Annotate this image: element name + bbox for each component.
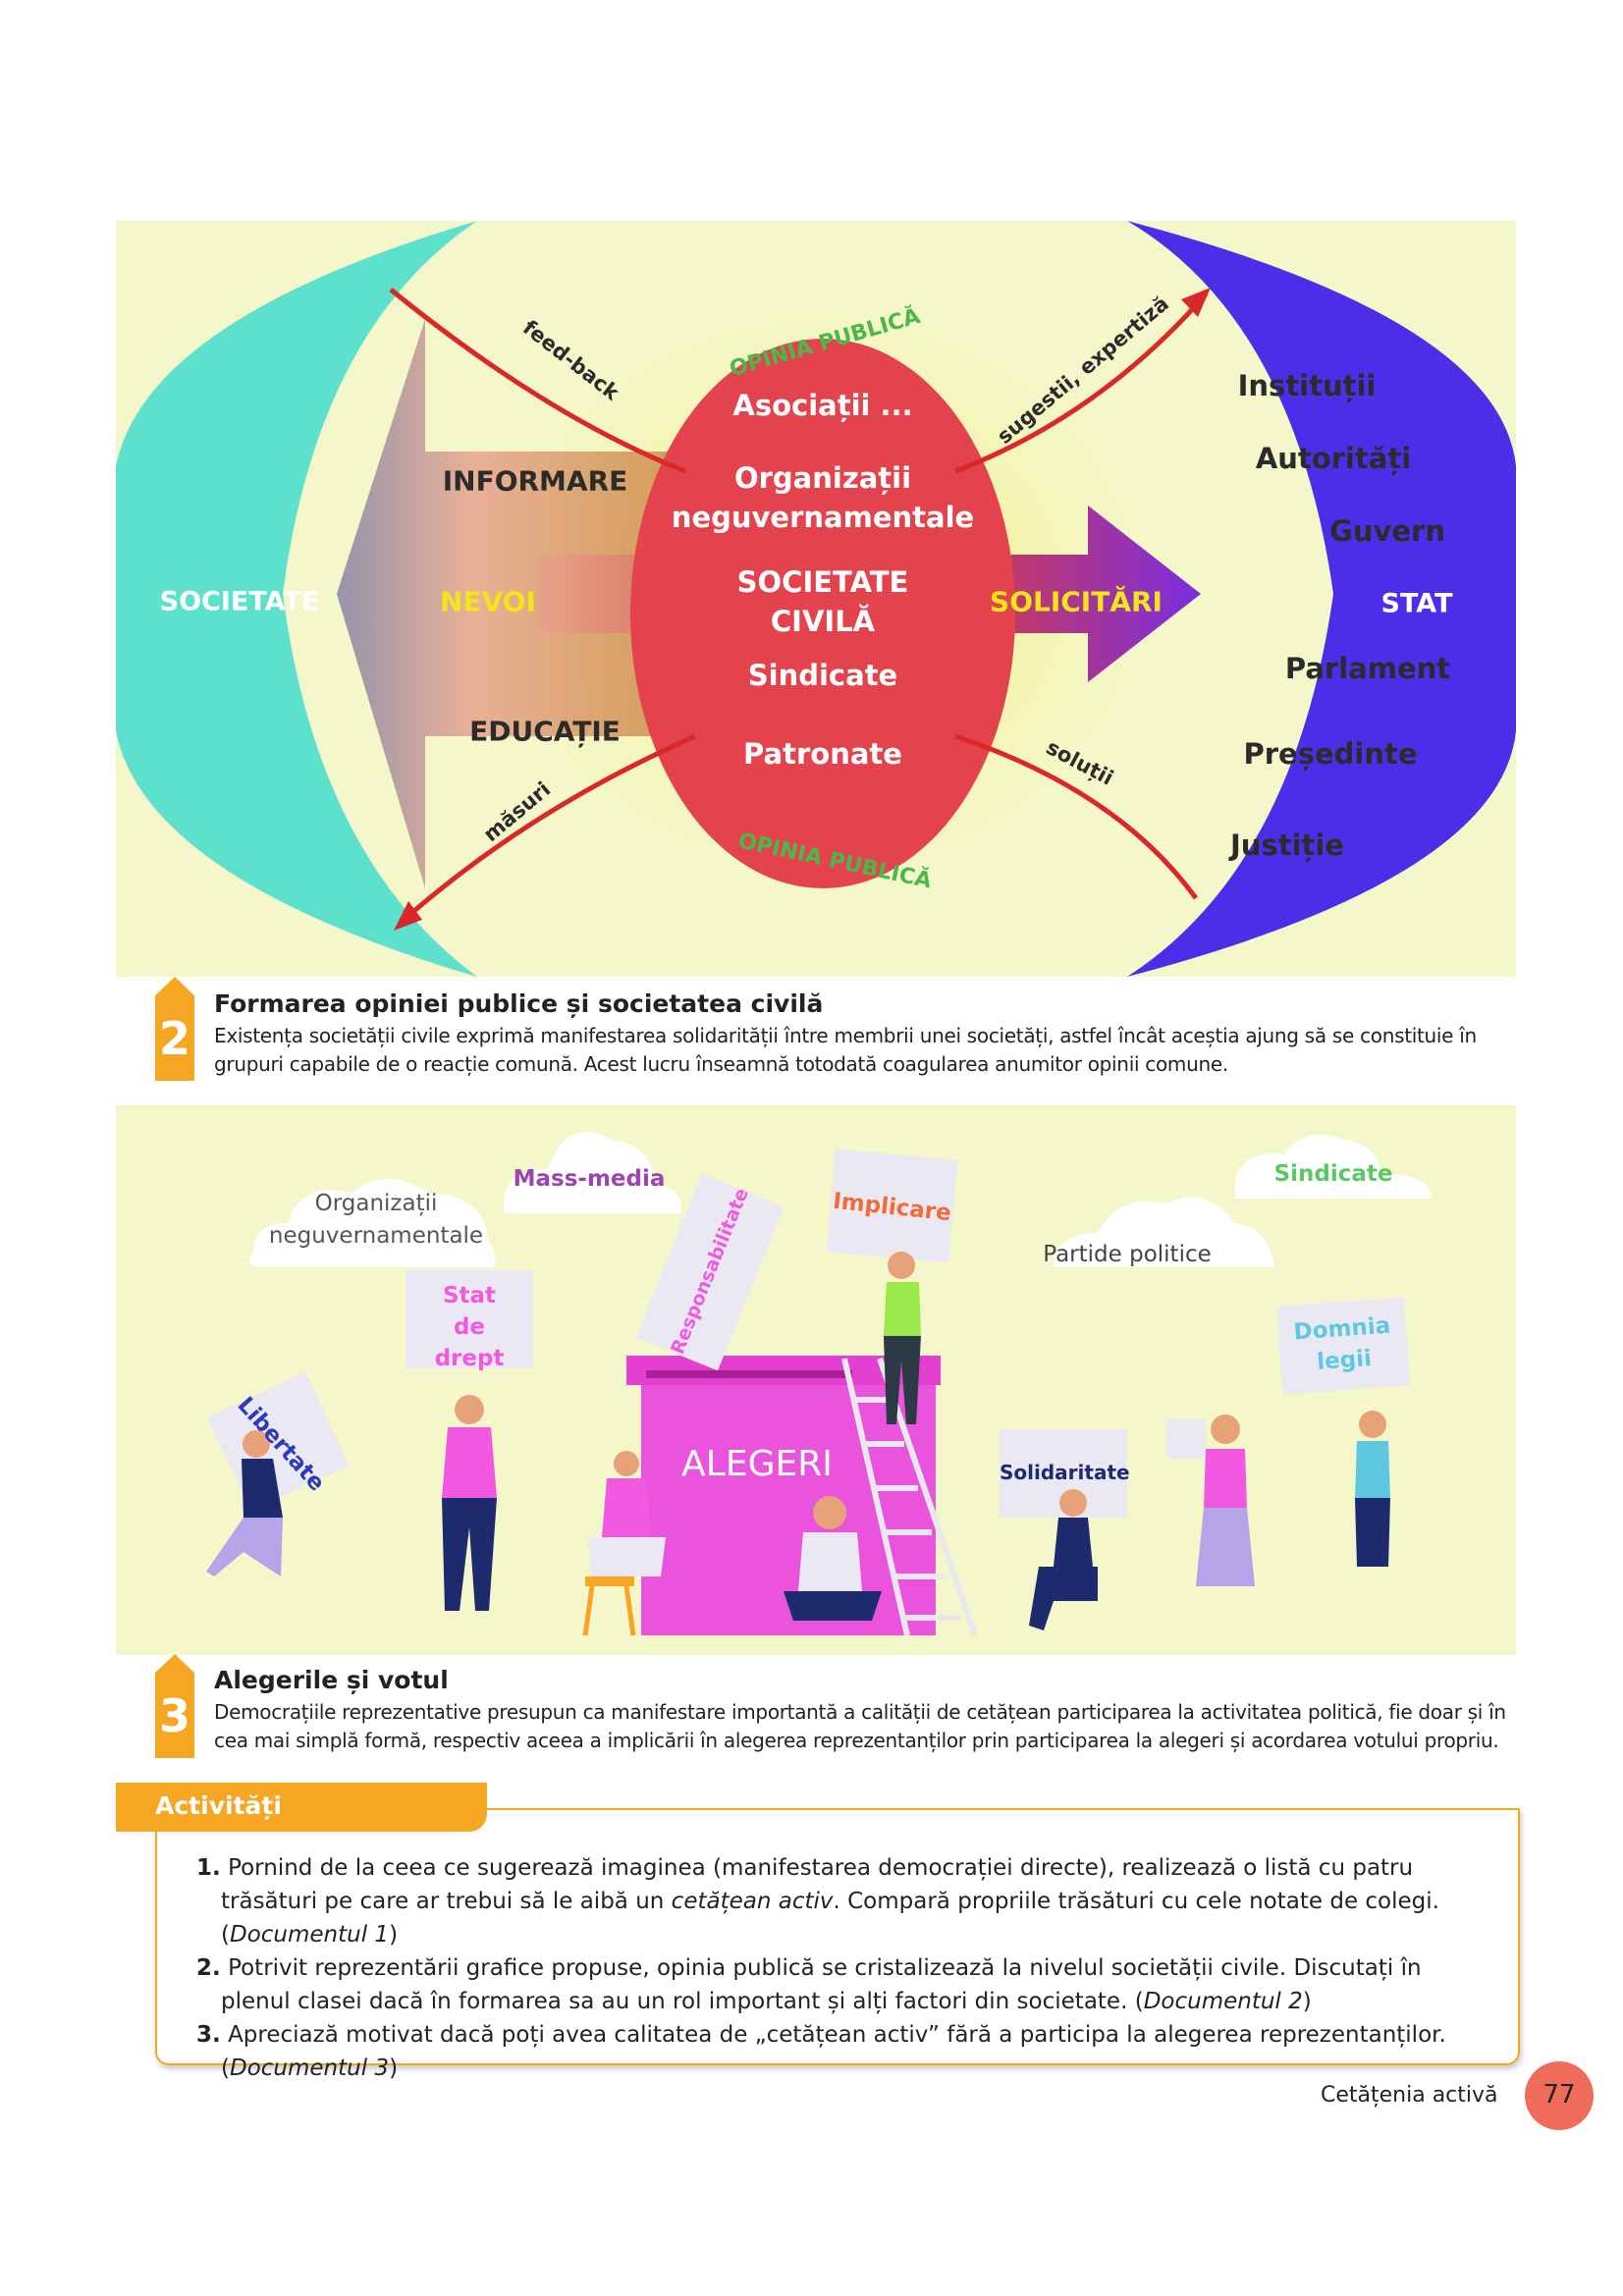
page-number: 77	[1542, 2080, 1576, 2109]
activity-1-text-b: . Compară propriile trăsături cu cele no…	[221, 1889, 1439, 1948]
state-item-justice: Justiție	[1230, 828, 1344, 862]
education-label: EDUCAȚIE	[469, 715, 621, 748]
state-item-president: Președinte	[1243, 737, 1418, 771]
sign-stat-text: Stat de drept	[406, 1280, 533, 1374]
people	[206, 1252, 1390, 1636]
state-item-government: Guvern	[1329, 514, 1445, 548]
activity-2-text: Potrivit reprezentării grafice propuse, …	[221, 1955, 1422, 2014]
doc-2-caption: Formarea opiniei publice și societatea c…	[214, 989, 1520, 1079]
left-arrow-shape	[337, 319, 725, 888]
activity-2-reference: Documentul 2	[1143, 1989, 1303, 2014]
society-label: SOCIETATE	[159, 586, 320, 617]
cloud-label-ngo-2: neguvernamentale	[268, 1223, 484, 1249]
doc-3-title: Alegerile și votul	[214, 1666, 449, 1694]
cloud-label-ngo-1: Organizații	[314, 1191, 438, 1216]
doc-3-caption: Alegerile și votul Democrațiile reprezen…	[214, 1666, 1520, 1755]
sign-stat-line-1: Stat	[442, 1283, 497, 1308]
doc-2-number: 2	[158, 1012, 190, 1065]
sign-stat-line-2: de	[453, 1314, 486, 1340]
activity-item: 3. Apreciază motivat dacă poți avea cali…	[196, 2018, 1492, 2085]
footer-section-title: Cetățenia activă	[1321, 2083, 1498, 2108]
sign-domnia-text: Domnia legii	[1277, 1309, 1409, 1381]
activity-1-text: Pornind de la ceea ce sugerează imaginea…	[221, 1855, 1414, 1914]
doc-3-badge: 3	[155, 1654, 194, 1758]
activity-3-text: Apreciază motivat dacă poți avea calitat…	[221, 2022, 1446, 2081]
right-arrow-shape	[960, 506, 1201, 682]
oval-item-employers: Patronate	[743, 737, 902, 771]
state-item-parliament: Parlament	[1284, 652, 1451, 685]
cloud-label-unions: Sindicate	[1273, 1161, 1393, 1187]
activity-3-number: 3.	[196, 2022, 221, 2048]
sign-responsabilitate	[635, 1173, 784, 1371]
activity-item: 2. Potrivit reprezentării grafice propus…	[196, 1951, 1492, 2018]
sign-solidaritate-text: Solidaritate	[1000, 1461, 1130, 1484]
oval-item-ngo-1: Organizații	[733, 461, 912, 495]
state-item-institutions: Instituții	[1237, 369, 1377, 402]
requests-label: SOLICITĂRI	[990, 585, 1163, 618]
activity-2-text-c: )	[1302, 1989, 1312, 2014]
society-shape	[116, 221, 477, 977]
cloud-label-media: Mass-media	[513, 1166, 666, 1192]
state-label: STAT	[1380, 588, 1453, 619]
sign-domnia	[1276, 1297, 1410, 1395]
doc-3-number: 3	[158, 1689, 190, 1742]
doc-3-body: Democrațiile reprezentative presupun ca …	[214, 1700, 1506, 1752]
activities-box: 1. Pornind de la ceea ce sugerează imagi…	[155, 1808, 1520, 2081]
civil-society-oval	[630, 339, 1015, 888]
oval-item-civil-1: SOCIETATE	[736, 565, 909, 599]
sign-implicare	[826, 1148, 958, 1263]
activity-1-number: 1.	[196, 1855, 221, 1881]
doc-2-body: Existența societății civile exprimă mani…	[214, 1024, 1477, 1076]
activity-1-emphasis: cetățean activ	[671, 1889, 834, 1914]
activity-2-number: 2.	[196, 1955, 221, 1981]
ballot-box-label: ALEGERI	[681, 1444, 833, 1484]
inform-label: INFORMARE	[442, 464, 628, 498]
elections-illustration: Organizații neguvernamentale Mass-media …	[116, 1105, 1516, 1655]
cloud-shapes	[249, 1132, 1432, 1267]
doc-2-title: Formarea opiniei publice și societatea c…	[214, 989, 824, 1018]
needs-label: NEVOI	[440, 585, 536, 618]
activity-3-text-c: )	[389, 2056, 399, 2081]
sign-stat-line-3: drept	[434, 1346, 505, 1371]
scene-graphics	[206, 1132, 1432, 1636]
oval-item-associations: Asociații ...	[732, 389, 913, 422]
activity-1-text-c: )	[389, 1922, 399, 1948]
state-item-authorities: Autorități	[1255, 442, 1412, 475]
activity-3-reference: Documentul 3	[229, 2056, 390, 2081]
activities-tab: Activități	[116, 1783, 487, 1832]
activity-item: 1. Pornind de la ceea ce sugerează imagi…	[196, 1851, 1492, 1951]
oval-item-ngo-2: neguvernamentale	[671, 501, 975, 534]
sign-stat	[406, 1270, 533, 1368]
doc-2-badge: 2	[155, 977, 194, 1081]
page-number-badge: 77	[1525, 2061, 1594, 2130]
activity-1-reference: Documentul 1	[229, 1922, 390, 1948]
diagram-graphics	[116, 221, 1516, 977]
oval-item-civil-2: CIVILĂ	[770, 605, 876, 638]
oval-item-unions: Sindicate	[747, 659, 898, 692]
civil-society-diagram: SOCIETATE INFORMARE NEVOI EDUCAȚIE Asoci…	[116, 221, 1516, 977]
cloud-label-parties: Partide politice	[1043, 1242, 1212, 1267]
activities-list: 1. Pornind de la ceea ce sugerează imagi…	[196, 1851, 1492, 2085]
activities-heading: Activități	[155, 1791, 282, 1820]
state-shape	[1127, 221, 1516, 977]
